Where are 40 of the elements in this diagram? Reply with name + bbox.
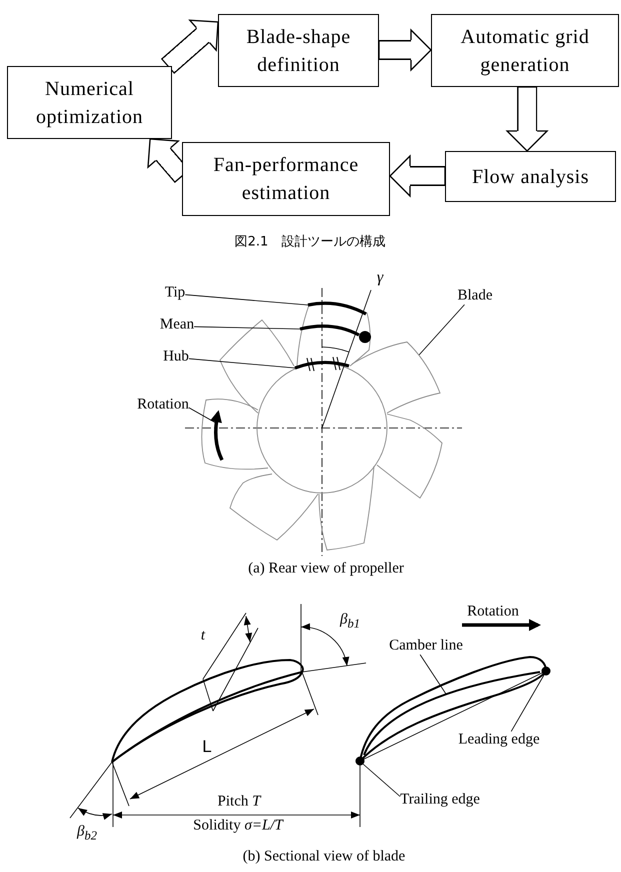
- process-box: Fan-performance estimation: [182, 142, 390, 216]
- arc-with-dot: [300, 324, 371, 343]
- process-box: Flow analysis: [445, 151, 616, 202]
- part-label: Rotation: [137, 396, 189, 414]
- camber-line: [363, 671, 540, 756]
- direction-label: Rotation: [467, 603, 519, 621]
- leader-line: [188, 358, 296, 368]
- leader-line: [510, 674, 544, 732]
- dimension-label: L: [202, 737, 212, 757]
- dimension-label: Pitch T: [218, 793, 260, 811]
- edge-dot: [356, 756, 364, 766]
- part-label: Camber line: [389, 637, 463, 655]
- leader-line: [184, 294, 308, 306]
- arc-line: [308, 302, 367, 316]
- leader-line: [188, 407, 216, 424]
- part-label: Mean: [160, 316, 194, 334]
- process-box: Automatic grid generation: [431, 14, 619, 87]
- angle-label: β$_{b1}$: [340, 611, 360, 631]
- dimension-label: Solidity σ=L/T: [193, 817, 283, 835]
- dimension-label: t: [200, 627, 206, 645]
- leader-line: [420, 654, 446, 694]
- angle-label: β$_{b2}$: [77, 823, 97, 843]
- leader-line: [362, 764, 400, 797]
- figure-caption: (a) Rear view of propeller: [248, 560, 404, 578]
- process-box: Blade-shape definition: [218, 14, 379, 87]
- part-label: Hub: [163, 348, 189, 366]
- part-label: Trailing edge: [400, 791, 480, 809]
- edge-dot: [542, 666, 550, 676]
- leader-line: [418, 304, 465, 356]
- curved-arrow: [210, 410, 224, 461]
- figure-caption: 図2.1 設計ツールの構成: [234, 236, 386, 250]
- hatched-arc: [294, 356, 350, 372]
- propeller-blade: [352, 342, 440, 414]
- part-label: Leading edge: [458, 731, 540, 749]
- part-label: Tip: [164, 284, 186, 302]
- process-box: Numerical optimization: [7, 66, 172, 139]
- part-label: Blade: [458, 287, 492, 305]
- angle-label: γ: [376, 268, 384, 288]
- figure-caption: (b) Sectional view of blade: [242, 848, 406, 866]
- leader-line: [194, 326, 300, 330]
